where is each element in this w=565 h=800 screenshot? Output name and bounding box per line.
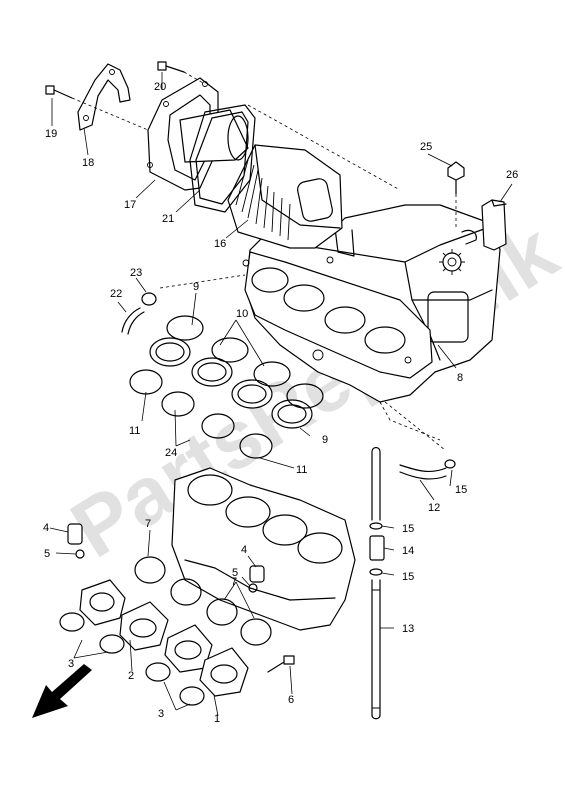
callout-4: 4 [241, 544, 247, 556]
callout-9: 9 [193, 281, 199, 293]
callout-8: 8 [457, 372, 463, 384]
callout-15: 15 [402, 571, 414, 583]
intake-joints [79, 579, 249, 697]
bracket [77, 63, 131, 131]
intake-duct [147, 77, 249, 191]
intake-gasket [189, 104, 256, 213]
callout-2: 2 [128, 670, 134, 682]
callout-22: 22 [110, 288, 122, 300]
screw-20 [157, 61, 185, 73]
bolt-25 [447, 161, 465, 195]
callout-25: 25 [420, 141, 432, 153]
callout-14: 14 [402, 545, 414, 557]
front-direction-arrow-icon [32, 664, 92, 718]
air-filter-element [227, 144, 343, 249]
pad-26 [481, 199, 507, 251]
joint-clamps-7 [134, 556, 272, 646]
callout-11: 11 [296, 464, 307, 476]
callout-3: 3 [68, 658, 74, 670]
carburetor-assembly [171, 467, 356, 631]
callout-20: 20 [154, 81, 166, 93]
screw-19 [45, 85, 73, 99]
callout-26: 26 [506, 169, 518, 181]
screw-6 [267, 655, 295, 673]
fitting-14 [369, 535, 385, 561]
callout-18: 18 [82, 157, 94, 169]
callout-15: 15 [455, 484, 467, 496]
leader-lines [49, 72, 513, 717]
cap-23 [141, 292, 157, 306]
callout-labels: 1 2 3 3 4 4 5 5 6 7 7 8 9 9 10 11 11 12 … [43, 81, 518, 725]
callout-9: 9 [322, 434, 328, 446]
callout-5: 5 [44, 548, 50, 560]
callout-7: 7 [145, 518, 151, 530]
callout-19: 19 [45, 128, 57, 140]
callout-10: 10 [236, 308, 248, 320]
callout-11: 11 [129, 425, 140, 437]
carburetor-joints [149, 315, 324, 429]
air-filter-case [242, 204, 501, 403]
callout-15: 15 [402, 523, 414, 535]
o-rings [59, 612, 205, 706]
callout-16: 16 [214, 238, 226, 250]
hose-22 [121, 307, 145, 335]
callout-13: 13 [402, 623, 414, 635]
callout-23: 23 [130, 267, 142, 279]
callout-3: 3 [158, 708, 164, 720]
callout-5: 5 [232, 567, 238, 579]
callout-12: 12 [428, 502, 440, 514]
callout-24: 24 [165, 447, 177, 459]
callout-17: 17 [124, 199, 136, 211]
callout-7: 7 [231, 576, 237, 588]
callout-4: 4 [43, 522, 49, 534]
callout-21: 21 [162, 213, 174, 225]
cap-4 [67, 523, 265, 583]
breather-hoses [371, 446, 447, 720]
callout-1: 1 [214, 713, 220, 725]
callout-6: 6 [288, 694, 294, 706]
assembly-lines [71, 71, 457, 451]
